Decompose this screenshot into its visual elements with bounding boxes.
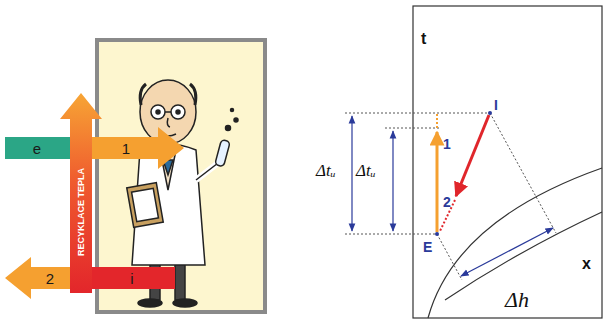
axis-label: t (421, 30, 426, 48)
exhaust-arrow: 2 (5, 257, 70, 299)
state-point: 1 (443, 137, 451, 152)
state-point: E (423, 240, 432, 255)
arrow-label: 2 (46, 271, 54, 286)
supply-arrow-shape (92, 127, 184, 169)
state-point: I (494, 98, 498, 113)
arrow-label: e (33, 141, 41, 156)
supply-arrow-fill (92, 127, 184, 169)
arrow-label: 1 (122, 141, 130, 156)
dimension-label: Δh (505, 288, 529, 312)
dimension-label: Δtᵤ (316, 162, 336, 181)
psychrometric-chart (345, 6, 602, 318)
intake-bar: i (92, 267, 175, 289)
energy-bar-fill (5, 137, 70, 159)
supply-arrow: 1 (92, 127, 184, 169)
intake-bar-fill (92, 267, 175, 289)
energy-bar: e (5, 137, 70, 159)
recycle-arrow: RECYKLACE TEPLA (60, 93, 102, 293)
dimension-label: Δtᵤ (356, 162, 376, 181)
arrow-label: i (130, 271, 133, 286)
recycle-arrow-fill (60, 93, 102, 293)
exhaust-arrow-fill (5, 257, 70, 299)
state-point: 2 (443, 195, 451, 210)
arrow-label: RECYKLACE TEPLA (77, 168, 86, 256)
exhaust-arrow-shape (5, 257, 70, 299)
axis-label: x (582, 255, 591, 273)
